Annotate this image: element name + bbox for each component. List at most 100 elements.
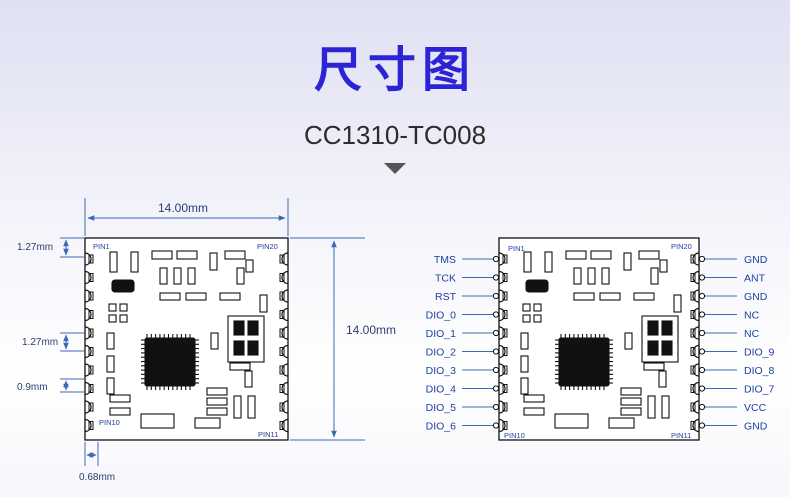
castellated-pad — [692, 270, 700, 285]
component — [140, 413, 175, 429]
component — [523, 251, 532, 273]
pad-outline — [88, 402, 94, 412]
pad-outline — [88, 328, 94, 338]
component — [210, 332, 219, 350]
edge-to-pin-label: 1.27mm — [17, 242, 53, 253]
pad-outline — [690, 254, 696, 264]
pin-terminal — [492, 329, 500, 337]
component — [608, 417, 635, 429]
pin-terminal — [698, 274, 706, 281]
pad-size-label: 0.9mm — [17, 382, 48, 393]
silk-pin20: PIN20 — [671, 242, 692, 251]
component — [599, 292, 621, 301]
silk-pin11: PIN11 — [258, 430, 278, 439]
component — [573, 292, 595, 301]
pad-outline — [279, 384, 285, 393]
pin-terminal — [698, 329, 706, 337]
pad-outline — [279, 310, 285, 319]
pin-label: NC — [744, 328, 760, 340]
down-arrow-icon — [384, 163, 406, 174]
pin-terminal — [492, 311, 500, 318]
pad-outline — [690, 328, 696, 338]
pin-terminal — [698, 422, 706, 429]
pad-outline — [279, 402, 285, 412]
silk-pin10: PIN10 — [99, 418, 120, 427]
component — [620, 407, 642, 416]
castellated-pad — [498, 400, 506, 414]
pin-label: ANT — [744, 273, 766, 285]
pad-outline — [690, 402, 696, 412]
castellated-pad — [281, 363, 289, 377]
module-dimension-view: PIN1 PIN20 PIN10 PIN11 14.00mm 14.00mm 1… — [17, 198, 396, 483]
silk-pin11: PIN11 — [671, 431, 691, 440]
silk-pin20: PIN20 — [257, 242, 278, 251]
left-castellated-pads — [498, 252, 508, 433]
component — [247, 395, 256, 419]
component — [650, 267, 659, 285]
pin-label: GND — [744, 421, 768, 433]
component — [633, 292, 655, 301]
component — [647, 395, 656, 419]
pad-outline — [690, 310, 696, 319]
component — [209, 252, 218, 271]
pin-label: TCK — [435, 273, 456, 285]
component — [523, 394, 545, 403]
pad-outline — [88, 384, 94, 393]
castellated-pad — [498, 363, 506, 377]
castellated-pad — [692, 326, 700, 340]
component — [109, 407, 131, 416]
pad-outline — [88, 365, 94, 375]
pad-outline — [502, 273, 508, 282]
castellated-pad — [84, 344, 92, 359]
component — [176, 250, 198, 260]
pin-terminal — [698, 292, 706, 300]
pin-label: DIO_6 — [426, 421, 457, 433]
pin-label: DIO_5 — [426, 402, 457, 414]
component — [590, 250, 612, 260]
pad — [233, 340, 245, 356]
pad-offset-label: 0.68mm — [79, 472, 115, 483]
component — [601, 267, 610, 285]
pin-terminal — [698, 348, 706, 355]
right-castellated-pads — [279, 252, 289, 433]
pin-label: GND — [744, 291, 768, 303]
pad-outline — [88, 273, 94, 282]
pad — [247, 340, 259, 356]
castellated-pad — [498, 344, 506, 359]
pin-terminal — [492, 274, 500, 281]
left-pin-labels: TMSTCKRSTDIO_0DIO_1DIO_2DIO_3DIO_4DIO_5D… — [426, 254, 500, 433]
pad-outline — [502, 421, 508, 430]
width-dimension-label: 14.00mm — [158, 201, 208, 215]
pin-terminal — [698, 385, 706, 392]
pad-outline — [279, 328, 285, 338]
component — [108, 303, 117, 312]
castellated-pad — [281, 326, 289, 340]
component — [522, 314, 531, 323]
castellated-pad — [84, 381, 92, 396]
pad — [661, 320, 673, 336]
component — [565, 250, 587, 260]
castellated-pad — [84, 289, 92, 303]
component — [520, 377, 529, 395]
component — [623, 252, 632, 271]
pad-outline — [279, 421, 285, 430]
castellated-pad — [692, 289, 700, 303]
castellated-pad — [281, 400, 289, 414]
crystal — [525, 279, 549, 293]
component — [533, 314, 542, 323]
pin-label: TMS — [434, 254, 456, 266]
height-dimension-label: 14.00mm — [346, 323, 396, 337]
castellated-pad — [498, 289, 506, 303]
silk-pin1: PIN1 — [93, 242, 110, 251]
castellated-pad — [281, 344, 289, 359]
component — [187, 267, 196, 285]
component — [233, 395, 242, 419]
crystal — [111, 279, 135, 293]
component — [206, 387, 228, 396]
pin-label: DIO_1 — [426, 328, 457, 340]
component — [106, 332, 115, 350]
rf-component — [641, 315, 679, 363]
pin-terminal — [492, 255, 500, 263]
castellated-pad — [84, 363, 92, 377]
